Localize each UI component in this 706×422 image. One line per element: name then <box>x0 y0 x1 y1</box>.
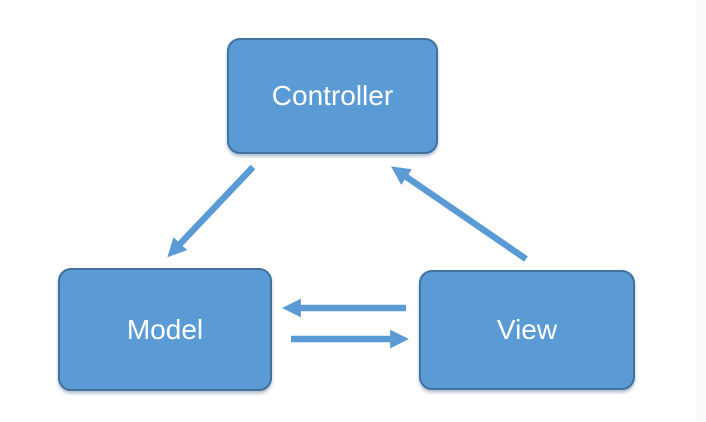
node-model-label: Model <box>126 313 204 345</box>
node-view: View <box>419 270 635 390</box>
arrow-controller-to-model <box>167 164 256 258</box>
node-view-label: View <box>496 314 558 345</box>
page-right-edge <box>696 0 706 422</box>
arrow-view-to-controller <box>391 166 528 262</box>
node-controller-label: Controller <box>271 80 394 111</box>
node-model: Model <box>58 268 272 391</box>
node-controller: Controller <box>227 38 438 154</box>
